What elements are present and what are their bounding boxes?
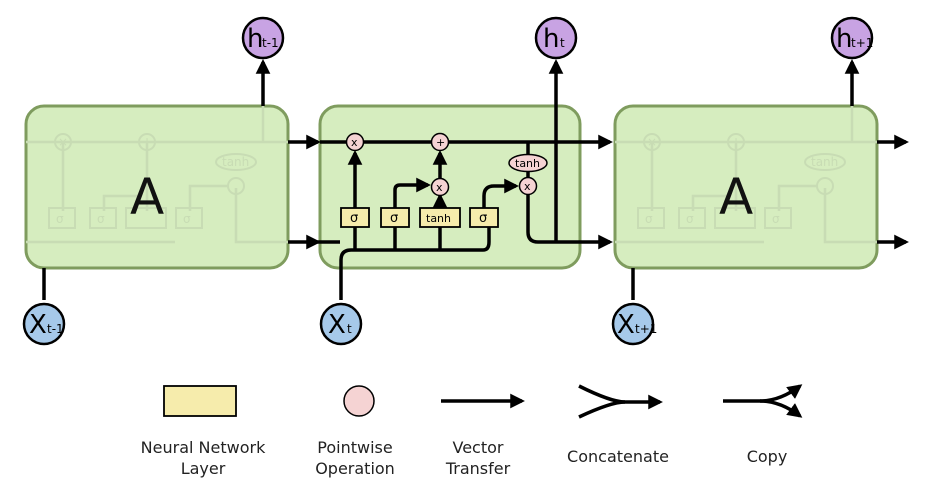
concat-line <box>339 224 491 300</box>
gate-output-out <box>482 178 519 208</box>
output-node-h-t: h t <box>534 16 578 60</box>
legend-pointwise-swatch <box>343 385 375 417</box>
nn-layer-candidate <box>419 207 461 228</box>
legend-text-line: Transfer <box>445 459 511 478</box>
nn-layer-input <box>380 207 410 228</box>
op-tanh-label: tanh <box>515 157 540 170</box>
input-x-main: X <box>617 310 635 340</box>
nn-layer-output <box>469 207 499 228</box>
legend-pointwise-text: Pointwise <box>317 438 392 457</box>
legend-copy-label: Copy <box>747 447 788 466</box>
ghost-sigma: σ <box>645 212 653 226</box>
input-x-sub: t <box>347 322 352 336</box>
cell-left-label: A <box>130 168 164 226</box>
output-node-h-t-minus-1: h t-1 <box>241 16 285 60</box>
legend-text-line: Operation <box>315 459 395 478</box>
ghost-times: × <box>647 135 657 149</box>
hidden-out-arrow <box>526 194 613 250</box>
legend-nn-text: Neural Network <box>141 438 266 457</box>
ghost-sigma: σ <box>97 212 105 226</box>
op-input-label: x <box>436 181 443 194</box>
ghost-sigma: σ <box>183 212 191 226</box>
output-h-sub: t-1 <box>262 36 279 50</box>
ghost-times: × <box>58 135 68 149</box>
output-node-h-t-plus-1: h t+1 <box>830 16 873 60</box>
legend-concat-top <box>578 384 663 410</box>
output-h-sub: t <box>560 36 565 50</box>
op-forget-multiply <box>345 132 365 152</box>
legend-copy-bottom <box>759 399 803 418</box>
input-node-x-t-minus-1: X t-1 <box>22 302 66 346</box>
output-h-main: h <box>543 24 559 54</box>
op-add-label: + <box>436 136 445 149</box>
input-x-sub: t-1 <box>47 322 64 336</box>
op-forget-label: x <box>351 136 358 149</box>
legend-nn-swatch <box>163 385 237 417</box>
ghost-tanh: tanh <box>222 155 249 169</box>
legend-concat-label: Concatenate <box>567 447 669 466</box>
legend-text-line: Layer <box>181 459 226 478</box>
input-node-x-t: X t <box>319 302 363 346</box>
gate-input-out <box>393 177 431 208</box>
ghost-plus: + <box>731 135 741 149</box>
input-x-main: X <box>328 310 346 340</box>
lstm-cell-right: σ σ σ tanh × + A <box>613 104 879 270</box>
input-x-main: X <box>29 310 47 340</box>
lstm-cell-left: σ σ σ tanh × + A <box>24 104 290 270</box>
nn-layer-input-label: σ <box>390 211 398 226</box>
op-add <box>430 132 450 152</box>
input-node-x-t-plus-1: X t+1 <box>611 302 657 346</box>
nn-layer-forget <box>340 207 370 228</box>
legend-vector-text: Vector <box>453 438 504 457</box>
legend-concat-bottom <box>578 400 626 419</box>
op-output-multiply <box>518 176 538 196</box>
output-h-main: h <box>836 24 852 54</box>
output-h-main: h <box>247 24 263 54</box>
op-output-label: x <box>524 180 531 193</box>
ghost-sigma: σ <box>56 212 64 226</box>
cell-right-label: A <box>719 168 753 226</box>
ghost-sigma: σ <box>686 212 694 226</box>
legend-copy-top <box>723 384 803 403</box>
ghost-plus: + <box>142 135 152 149</box>
ghost-tanh: tanh <box>811 155 838 169</box>
nn-layer-output-label: σ <box>479 211 487 226</box>
nn-layer-candidate-label: tanh <box>426 212 451 225</box>
ghost-sigma: σ <box>772 212 780 226</box>
op-input-multiply <box>430 177 450 197</box>
output-h-sub: t+1 <box>851 36 873 50</box>
nn-layer-forget-label: σ <box>350 211 358 226</box>
op-tanh <box>508 153 548 173</box>
input-x-sub: t+1 <box>635 322 657 336</box>
